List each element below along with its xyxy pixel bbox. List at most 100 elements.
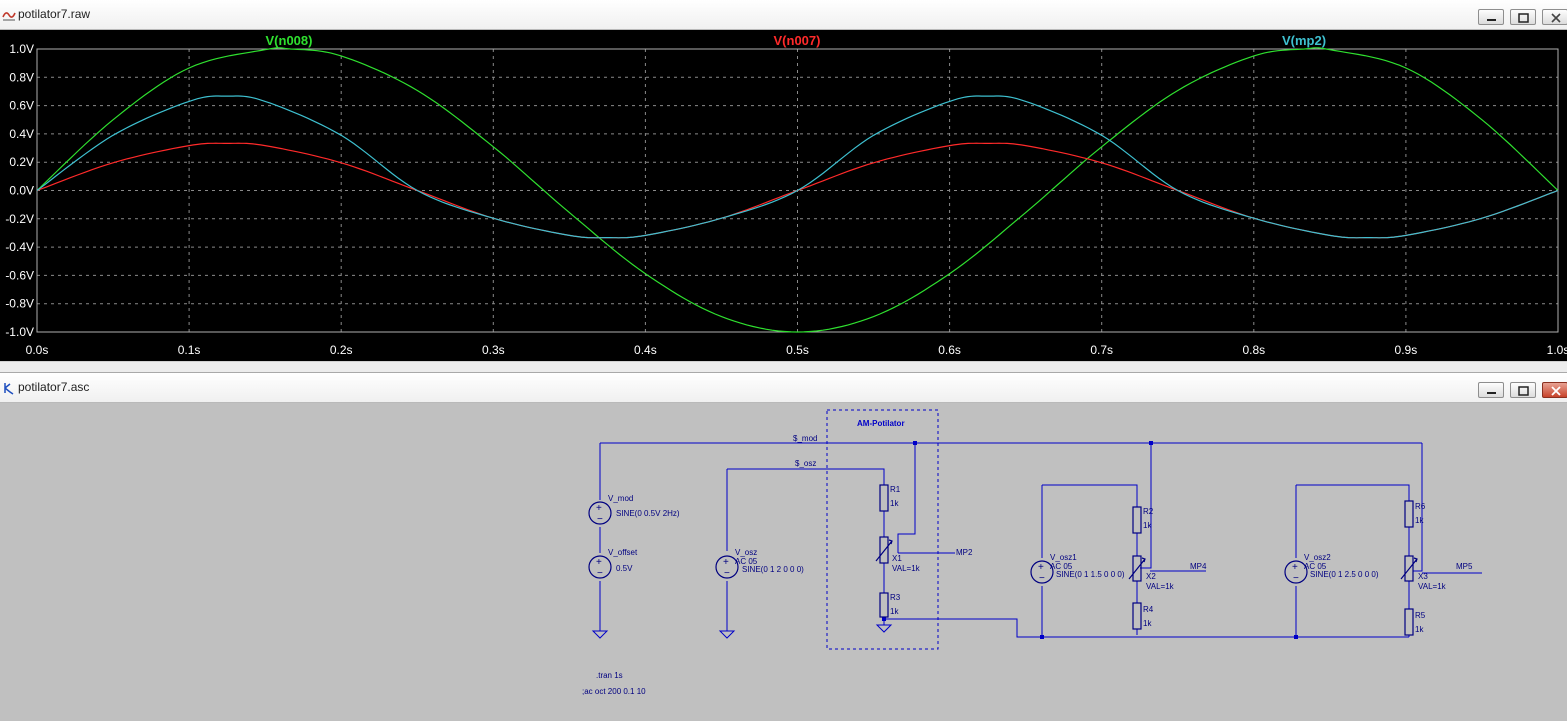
- v-offset-label: V_offset: [608, 548, 638, 557]
- svg-text:−: −: [1039, 573, 1045, 584]
- y-tick-label: -0.6V: [5, 268, 34, 282]
- mp2-label: MP2: [956, 548, 973, 557]
- wires: [599, 442, 1482, 638]
- r4-label: R4: [1143, 605, 1154, 614]
- r4-value: 1k: [1143, 619, 1152, 628]
- svg-text:−: −: [597, 514, 603, 525]
- legend-label-0[interactable]: V(n008): [266, 33, 313, 48]
- r1-symbol[interactable]: [879, 484, 889, 512]
- series-line-0: [36, 47, 1559, 333]
- ground-symbols: [591, 624, 893, 639]
- v-mod-value: SINE(0 0.5V 2Hz): [616, 509, 680, 518]
- x1-potentiometer-symbol[interactable]: [879, 536, 889, 564]
- r5-label: R5: [1415, 611, 1426, 620]
- series-line-2: [36, 95, 1559, 239]
- svg-text:+: +: [723, 557, 729, 568]
- schematic-minimize-button[interactable]: [1478, 382, 1504, 398]
- x-tick-label: 0.0s: [26, 343, 49, 357]
- resistors: [875, 484, 1418, 636]
- net-mod-label: $_mod: [793, 434, 817, 443]
- source-polarity-marks: +− +− +− +− +−: [596, 503, 1299, 584]
- v-osz2-ac: AC 05: [1304, 562, 1327, 571]
- x-tick-label: 0.1s: [178, 343, 201, 357]
- legend-label-2[interactable]: V(mp2): [1282, 33, 1326, 48]
- close-icon: [1551, 386, 1561, 396]
- r6-label: R6: [1415, 502, 1426, 511]
- r2-symbol[interactable]: [1132, 506, 1142, 534]
- x-tick-label: 1.0s: [1547, 343, 1567, 357]
- x-tick-label: 0.8s: [1242, 343, 1265, 357]
- mp5-label: MP5: [1456, 562, 1473, 571]
- y-tick-label: 0.2V: [9, 155, 34, 169]
- v-osz-ac: AC 05: [735, 557, 758, 566]
- r2-label: R2: [1143, 507, 1154, 516]
- plot-restore-button[interactable]: [1510, 9, 1536, 25]
- x3-value: VAL=1k: [1418, 582, 1447, 591]
- plot-minimize-button[interactable]: [1478, 9, 1504, 25]
- r4-symbol[interactable]: [1132, 602, 1142, 630]
- x3-potentiometer-symbol[interactable]: [1404, 555, 1414, 582]
- r5-value: 1k: [1415, 625, 1424, 634]
- x1-value: VAL=1k: [892, 564, 921, 573]
- x-tick-label: 0.3s: [482, 343, 505, 357]
- close-icon: [1551, 13, 1561, 23]
- v-osz1-source-symbol[interactable]: [1030, 560, 1054, 584]
- minimize-icon: [1487, 19, 1496, 21]
- ac-directive[interactable]: ;ac oct 200 0.1 10: [582, 687, 646, 696]
- v-osz2-source-symbol[interactable]: [1284, 560, 1308, 584]
- schematic-labels: AM-Potilator $_mod $_osz V_mod SINE(0 0.…: [582, 419, 1473, 696]
- plot-window-titlebar[interactable]: potilator7.raw: [0, 0, 1567, 30]
- schematic-close-button[interactable]: [1542, 382, 1567, 398]
- svg-text:−: −: [597, 568, 603, 579]
- tran-directive[interactable]: .tran 1s: [596, 671, 623, 680]
- y-tick-label: -0.2V: [5, 212, 34, 226]
- schematic-canvas[interactable]: +− +− +− +− +− AM-Potilator: [0, 403, 1567, 721]
- r6-symbol[interactable]: [1404, 500, 1414, 528]
- schematic-restore-button[interactable]: [1510, 382, 1536, 398]
- x2-potentiometer-symbol[interactable]: [1132, 555, 1142, 582]
- r2-value: 1k: [1143, 521, 1152, 530]
- svg-text:+: +: [596, 503, 602, 514]
- x-tick-label: 0.4s: [634, 343, 657, 357]
- y-tick-label: 0.4V: [9, 127, 34, 141]
- window-splitter[interactable]: [0, 361, 1567, 373]
- y-tick-label: -0.8V: [5, 297, 34, 311]
- x1-label: X1: [892, 554, 902, 563]
- svg-text:+: +: [1292, 562, 1298, 573]
- x-tick-label: 0.6s: [938, 343, 961, 357]
- svg-text:−: −: [1293, 573, 1299, 584]
- net-osz-label: $_osz: [795, 459, 816, 468]
- v-mod-source-symbol[interactable]: [588, 501, 612, 525]
- am-potilator-label: AM-Potilator: [857, 419, 905, 428]
- r1-value: 1k: [890, 499, 899, 508]
- schematic-drawing[interactable]: +− +− +− +− +− AM-Potilator: [0, 403, 1567, 721]
- r6-value: 1k: [1415, 516, 1424, 525]
- schematic-window-titlebar[interactable]: potilator7.asc: [0, 373, 1567, 403]
- x-tick-label: 0.2s: [330, 343, 353, 357]
- v-osz-source-symbol[interactable]: [715, 555, 739, 579]
- plot-window-title: potilator7.raw: [18, 7, 91, 21]
- schematic-icon: [2, 381, 16, 400]
- r5-symbol[interactable]: [1404, 608, 1414, 636]
- r3-label: R3: [890, 593, 901, 602]
- y-tick-label: 0.0V: [9, 184, 34, 198]
- v-osz2-value: SINE(0 1 2.5 0 0 0): [1310, 570, 1379, 579]
- r3-value: 1k: [890, 607, 899, 616]
- legend-label-1[interactable]: V(n007): [774, 33, 821, 48]
- svg-text:−: −: [724, 568, 730, 579]
- x3-label: X3: [1418, 572, 1428, 581]
- y-tick-label: 1.0V: [9, 42, 34, 56]
- minimize-icon: [1487, 392, 1496, 394]
- r3-symbol[interactable]: [879, 592, 889, 618]
- x2-value: VAL=1k: [1146, 582, 1175, 591]
- schematic-window-title: potilator7.asc: [18, 380, 90, 394]
- v-mod-label: V_mod: [608, 494, 633, 503]
- v-offset-source-symbol[interactable]: [588, 555, 612, 579]
- v-osz2-label: V_osz2: [1304, 553, 1331, 562]
- y-tick-label: -1.0V: [5, 325, 34, 339]
- y-tick-label: 0.8V: [9, 70, 34, 84]
- plot-close-button[interactable]: [1542, 9, 1567, 25]
- v-osz1-ac: AC 05: [1050, 562, 1073, 571]
